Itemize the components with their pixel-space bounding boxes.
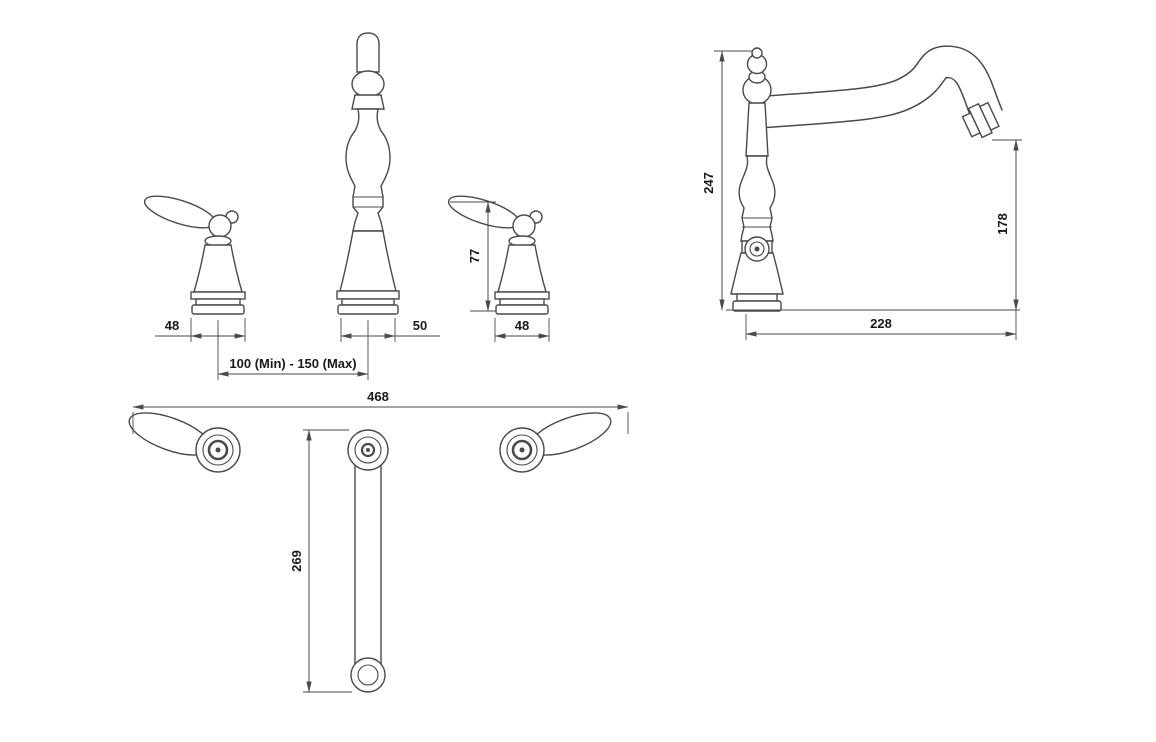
dim-label-right-handle-width: 48 xyxy=(515,318,529,333)
dim-front-left-handle-width: 48 xyxy=(155,318,246,342)
aerator xyxy=(961,101,1000,139)
front-view: 48 50 48 100 (Min) - 150 (Max) xyxy=(140,32,550,380)
left-handle-plan xyxy=(122,402,242,474)
dim-front-handle-height: 77 xyxy=(450,201,496,312)
dim-label-handle-spacing: 100 (Min) - 150 (Max) xyxy=(229,356,356,371)
dim-label-outlet-height: 178 xyxy=(995,213,1010,235)
dim-label-left-handle-width: 48 xyxy=(165,318,179,333)
side-view: 247 178 228 xyxy=(701,45,1022,340)
left-handle-front xyxy=(140,188,246,315)
dim-side-overall-height: 247 xyxy=(701,50,752,311)
dim-front-spout-width: 50 xyxy=(340,318,440,342)
right-handle-front xyxy=(444,188,550,315)
dim-label-spout-reach: 228 xyxy=(870,316,892,331)
dim-side-outlet-height: 178 xyxy=(992,139,1022,340)
spout-front xyxy=(336,32,400,315)
dim-side-spout-reach: 228 xyxy=(745,314,1017,340)
dim-label-overall-width: 468 xyxy=(367,389,389,404)
dim-front-right-handle-width: 48 xyxy=(494,318,550,342)
dim-plan-overall-width: 468 xyxy=(132,389,629,434)
dim-label-spout-projection: 269 xyxy=(289,550,304,572)
dim-label-handle-height: 77 xyxy=(467,249,482,263)
faucet-side xyxy=(730,45,1004,312)
dim-plan-spout-projection: 269 xyxy=(289,429,352,693)
spout-plan xyxy=(347,429,389,693)
dim-front-handle-spacing: 100 (Min) - 150 (Max) xyxy=(217,320,369,380)
dim-label-spout-width: 50 xyxy=(413,318,427,333)
dim-label-overall-height: 247 xyxy=(701,172,716,194)
plan-view: 468 269 xyxy=(122,389,629,693)
right-handle-plan xyxy=(498,402,618,474)
